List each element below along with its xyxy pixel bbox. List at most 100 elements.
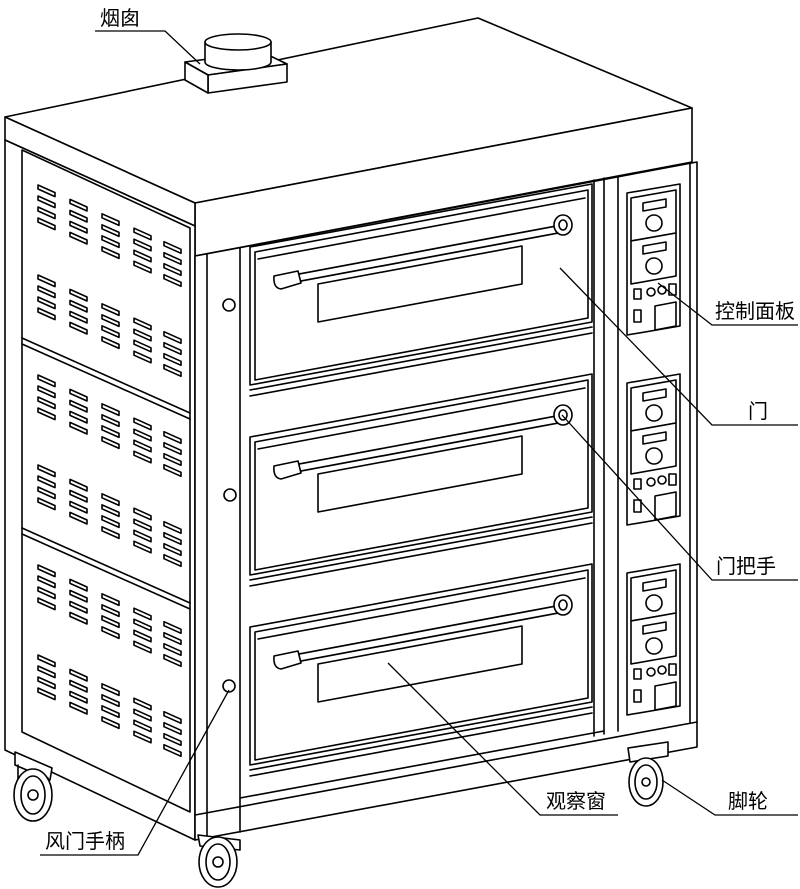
chimney-base-side (184, 61, 209, 94)
vent-slot (101, 302, 120, 317)
indicator-light (633, 478, 642, 490)
handle-bar-highlight (289, 606, 563, 662)
oven-deck-2 (249, 373, 593, 587)
vent-slot (37, 475, 56, 489)
handle-bar-highlight (289, 226, 563, 282)
vent-slot (163, 251, 182, 266)
vent-slot (163, 452, 182, 467)
switch (633, 499, 642, 513)
temperature-dial (645, 404, 663, 422)
vent-slot (37, 285, 56, 299)
temperature-dial (645, 257, 663, 275)
vent-slot (163, 441, 182, 456)
damper-handle-label: 风门手柄 (45, 829, 125, 853)
door-top-edge (257, 387, 586, 450)
vent-slot (101, 492, 120, 507)
vent-slot (133, 708, 152, 722)
caster-hub (641, 777, 651, 787)
handle-mount-screw (558, 219, 568, 231)
vent-slot (133, 618, 152, 632)
vent-slot (163, 553, 182, 568)
power-switch (654, 301, 677, 331)
vent-slot (133, 317, 152, 331)
vent-slot (37, 486, 56, 500)
power-switch (654, 681, 677, 711)
vent-slot (69, 388, 88, 402)
vent-slot (101, 503, 120, 518)
indicator-lamp (657, 665, 667, 675)
caster-front (197, 834, 241, 888)
chimney-opening (204, 33, 272, 51)
vent-grille (37, 184, 182, 758)
caster-label: 脚轮 (728, 789, 768, 813)
door-handle-label: 门把手 (716, 554, 776, 578)
base-rail (239, 730, 605, 799)
vent-slot (133, 339, 152, 353)
vent-slot (37, 564, 56, 578)
observation-window-1 (317, 245, 523, 323)
vent-slot (37, 195, 56, 209)
vent-slot (37, 184, 56, 198)
power-switch (654, 491, 677, 521)
indicator-light (633, 288, 642, 300)
door-handle-1 (273, 214, 573, 290)
door-top-edge (257, 577, 586, 640)
vent-slot (69, 600, 88, 614)
indicator-lamp (646, 667, 656, 677)
deck-rail (249, 706, 593, 771)
vent-slot (69, 668, 88, 682)
vent-slot (101, 324, 120, 339)
vent-slot (101, 625, 120, 640)
caster-bracket (627, 741, 669, 763)
vent-slot (101, 424, 120, 439)
control-panel-leader-line (657, 282, 798, 326)
chimney-leader-line (95, 30, 201, 65)
oven-decks (249, 183, 593, 777)
vent-slot (133, 607, 152, 621)
vent-slot (101, 693, 120, 708)
vent-slot (69, 220, 88, 234)
vent-slot (133, 697, 152, 711)
door-handle-leader-line (561, 414, 798, 581)
temperature-display (642, 578, 667, 592)
chimney (184, 33, 288, 94)
vent-slot (69, 288, 88, 302)
caster-hub (27, 789, 39, 801)
deck-rail (249, 522, 593, 587)
vent-slot (101, 715, 120, 730)
vent-slot (133, 730, 152, 744)
indicator-light (668, 663, 677, 676)
vent-slot (69, 679, 88, 693)
caster-hub (212, 856, 224, 868)
control-panels (626, 183, 681, 716)
temperature-dial (645, 594, 663, 612)
vent-slot (133, 529, 152, 543)
vent-slot (69, 310, 88, 324)
vent-slot (163, 273, 182, 288)
control-panel-3 (626, 563, 681, 716)
vent-slot (163, 721, 182, 736)
indicator-lamp (646, 477, 656, 487)
door-handle-2 (273, 404, 573, 480)
vent-slot (163, 463, 182, 478)
vent-slot (133, 629, 152, 643)
temperature-display (642, 621, 667, 635)
temperature-dial (645, 447, 663, 465)
vent-slot (101, 592, 120, 607)
indicator-light (633, 668, 642, 680)
vent-slot (163, 262, 182, 277)
indicator-light (668, 473, 677, 486)
vent-slot (133, 719, 152, 733)
vent-slot (69, 578, 88, 592)
vent-slot (37, 665, 56, 679)
vent-slot (69, 410, 88, 424)
caster-leader-line (661, 779, 798, 816)
vent-slot (163, 520, 182, 535)
vent-slot (69, 231, 88, 245)
vent-slot (37, 687, 56, 701)
left-panel-divider (21, 337, 191, 414)
vent-slot (69, 690, 88, 704)
vent-slot (133, 350, 152, 364)
chimney-label: 烟囱 (100, 6, 140, 30)
